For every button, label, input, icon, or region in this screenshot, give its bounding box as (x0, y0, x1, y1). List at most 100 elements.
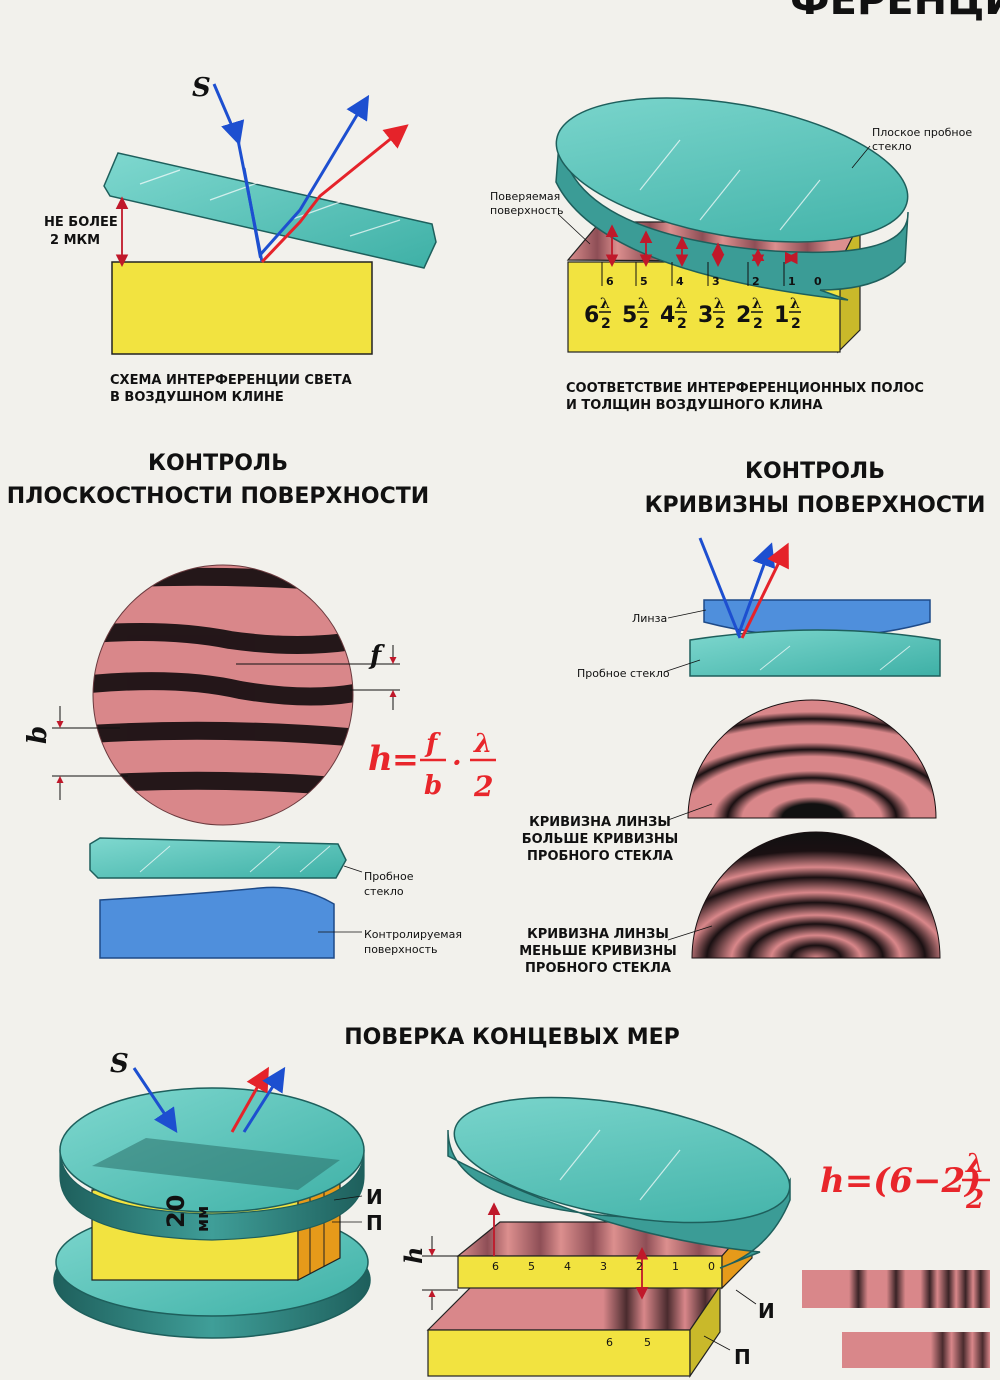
thickness-coeff: 3 (698, 303, 713, 328)
h-label: h (399, 1247, 428, 1264)
fringe-numbers: 6 5 4 3 2 1 0 (601, 262, 822, 288)
right-flat-glass (453, 1096, 791, 1224)
lower-fringe-number: 6 (606, 1336, 613, 1349)
controlled-label-1: Контролируемая (364, 928, 462, 941)
caption-2: В ВОЗДУШНОМ КЛИНЕ (110, 390, 284, 405)
formula-eq: = (392, 740, 419, 778)
formula-f: f (424, 729, 441, 759)
fringe-half-less (691, 831, 941, 959)
gap-label-1: НЕ БОЛЕЕ (44, 215, 118, 230)
thickness-two: 2 (753, 316, 763, 332)
glass-plate (103, 152, 437, 269)
label-p-left: П (366, 1211, 383, 1235)
curvature-title-1: КОНТРОЛЬ (745, 459, 885, 484)
s-label: S (192, 73, 211, 103)
test-glass (689, 629, 941, 677)
thickness-two: 2 (639, 316, 649, 332)
air-wedge-diagram: НЕ БОЛЕЕ 2 МКМ S СХЕМА ИНТЕРФЕРЕНЦИИ СВЕ… (44, 73, 437, 405)
flat-glass-rim (555, 129, 909, 301)
fringe-number: 6 (606, 275, 614, 288)
fringe-number: 2 (752, 275, 760, 288)
thickness-lambda: λ (790, 296, 800, 312)
lens-label: Линза (632, 612, 667, 625)
reflected-red-ray (260, 124, 409, 264)
greater-3: ПРОБНОГО СТЕКЛА (527, 849, 673, 864)
incident-ray (698, 537, 742, 639)
b-label: b (23, 726, 53, 744)
tested-surface-label-1: Поверяемая (490, 190, 560, 203)
thickness-coeff: 2 (736, 303, 751, 328)
label-p-right: П (734, 1345, 751, 1369)
formula-lambda: λ (473, 729, 492, 759)
fringe-number: 1 (788, 275, 796, 288)
incident-ray (212, 83, 264, 263)
test-glass-strip (89, 837, 347, 879)
upper-fringe-number: 1 (672, 1260, 679, 1273)
thickness-lambda: λ (676, 296, 686, 312)
gap-label-2: 2 МКМ (50, 233, 100, 248)
upper-fringe-number: 3 (600, 1260, 607, 1273)
reflected-red-ray (740, 542, 789, 639)
flatness-title-2: ПЛОСКОСТНОСТИ ПОВЕРХНОСТИ (7, 484, 429, 509)
test-glass-label-1: Пробное (364, 870, 414, 883)
upper-fringe-number: 5 (528, 1260, 535, 1273)
label-i-right: И (758, 1299, 775, 1323)
greater-1: КРИВИЗНА ЛИНЗЫ (529, 815, 671, 830)
block-unit: мм (193, 1206, 212, 1232)
formula-b: b (424, 771, 442, 801)
thickness-two: 2 (791, 316, 801, 332)
caption-2: И ТОЛЩИН ВОЗДУШНОГО КЛИНА (566, 398, 823, 413)
upper-fringe-number: 0 (708, 1260, 715, 1273)
tested-surface-label-2: поверхность (490, 204, 564, 217)
fringe-half-greater (687, 699, 937, 819)
fringe-number: 3 (712, 275, 720, 288)
fringe-number: 4 (676, 275, 684, 288)
fringe-number: 0 (814, 275, 822, 288)
formula-h: h (368, 739, 393, 779)
reflected-blue-ray (736, 542, 776, 637)
fringe-strip-lower (842, 1332, 990, 1368)
thickness-two: 2 (715, 316, 725, 332)
flatness-formula: h = f b · λ 2 (368, 729, 496, 803)
lower-fringe-number: 5 (644, 1336, 651, 1349)
upper-fringe-number: 4 (564, 1260, 571, 1273)
test-glass-label-2: стекло (364, 885, 404, 898)
reflected-blue-ray (242, 94, 370, 259)
label-i-left: И (366, 1185, 383, 1209)
gauge-formula-main: h=(6−2) (820, 1161, 981, 1201)
gauge-formula-two: 2 (965, 1185, 984, 1215)
upper-fringe-number: 6 (492, 1260, 499, 1273)
thickness-two: 2 (601, 316, 611, 332)
flat-glass-top (555, 97, 909, 243)
thickness-lambda: λ (600, 296, 610, 312)
gauge-block-verification: ПОВЕРКА КОНЦЕВЫХ МЕР 20 мм S И П (53, 1025, 990, 1378)
formula-two: 2 (473, 770, 493, 803)
fringe-number: 5 (640, 275, 648, 288)
wedge-fringe-diagram: Плоское пробное стекло Поверяемая поверх… (490, 97, 972, 413)
greater-2: БОЛЬШЕ КРИВИЗНЫ (522, 832, 679, 847)
thickness-coeff: 5 (622, 303, 637, 328)
gauge-formula: h=(6−2) λ 2 (820, 1149, 990, 1215)
curvature-title-2: КРИВИЗНЫ ПОВЕРХНОСТИ (645, 493, 986, 518)
gap-arrows (605, 224, 794, 258)
thickness-lambda: λ (638, 296, 648, 312)
less-3: ПРОБНОГО СТЕКЛА (525, 961, 671, 976)
block-size: 20 (162, 1195, 190, 1228)
fringe-strip-upper (802, 1270, 990, 1308)
upper-block-front (457, 1255, 723, 1289)
fringe-circle (92, 564, 354, 826)
gauge-formula-lambda: λ (965, 1149, 984, 1179)
caption-1: СООТВЕТСТВИЕ ИНТЕРФЕРЕНЦИОННЫХ ПОЛОС (566, 381, 924, 396)
thickness-coeff: 6 (584, 303, 599, 328)
lower-block-top (426, 1285, 722, 1331)
test-glass-label: Пробное стекло (577, 667, 670, 680)
flatness-control: КОНТРОЛЬ ПЛОСКОСТНОСТИ ПОВЕРХНОСТИ f b h… (7, 451, 496, 959)
less-2: МЕНЬШЕ КРИВИЗНЫ (519, 944, 676, 959)
flat-glass-label-1: Плоское пробное (872, 126, 972, 139)
s-label: S (110, 1049, 129, 1079)
f-label: f (368, 641, 385, 671)
